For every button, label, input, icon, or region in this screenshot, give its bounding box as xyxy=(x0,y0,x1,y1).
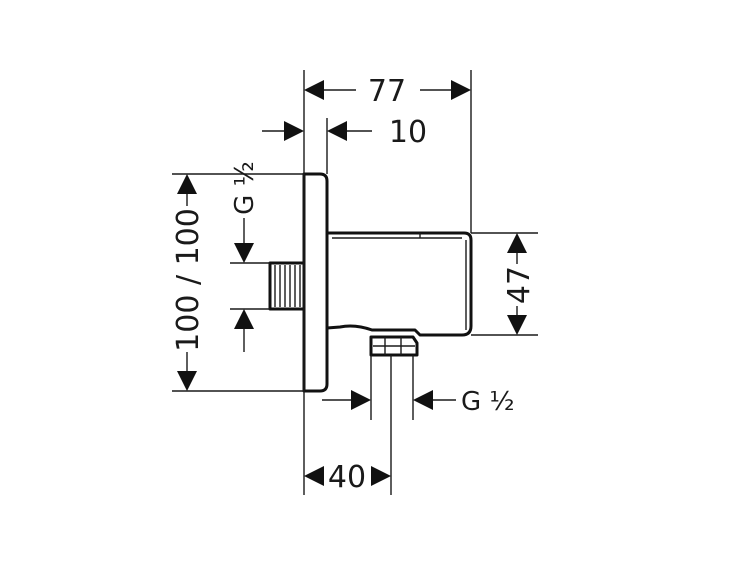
dim-plate-thickness-label: 10 xyxy=(389,115,427,150)
dim-inlet-thread-label: G ½ xyxy=(230,161,260,215)
arrow-down-icon xyxy=(177,371,197,391)
dimension-plate-height: 100 / 100 xyxy=(171,174,206,391)
elbow-body-shape xyxy=(325,231,473,337)
dimension-plate-thickness: 10 xyxy=(262,115,427,150)
arrow-up-icon xyxy=(507,233,527,253)
arrow-up-icon xyxy=(177,174,197,194)
arrow-left-icon xyxy=(304,466,324,486)
dim-plate-height-label: 100 / 100 xyxy=(171,208,206,352)
dim-body-height-label: 47 xyxy=(502,266,537,304)
dim-outlet-thread-label: G ½ xyxy=(461,387,515,417)
arrow-right-icon xyxy=(451,80,471,100)
arrow-down-icon xyxy=(234,243,254,263)
arrow-right-icon xyxy=(284,121,304,141)
dimension-overall-depth: 77 xyxy=(304,74,471,109)
inlet-thread-lines xyxy=(274,265,301,307)
dimension-inlet-thread: G ½ xyxy=(230,161,260,352)
arrow-right-icon xyxy=(351,390,371,410)
dimension-outlet-thread: G ½ xyxy=(322,387,515,417)
arrow-down-icon xyxy=(507,315,527,335)
arrow-right-icon xyxy=(371,466,391,486)
arrow-left-icon xyxy=(327,121,347,141)
dim-outlet-offset-label: 40 xyxy=(328,460,366,495)
dimension-body-height: 47 xyxy=(502,233,537,335)
arrow-up-icon xyxy=(234,309,254,329)
dim-overall-depth-label: 77 xyxy=(368,74,406,109)
arrow-left-icon xyxy=(304,80,324,100)
extension-lines xyxy=(172,70,538,495)
dimension-outlet-offset: 40 xyxy=(304,460,391,495)
arrow-left-icon xyxy=(413,390,433,410)
part-outline xyxy=(268,172,473,393)
wall-plate-shape xyxy=(302,172,329,393)
